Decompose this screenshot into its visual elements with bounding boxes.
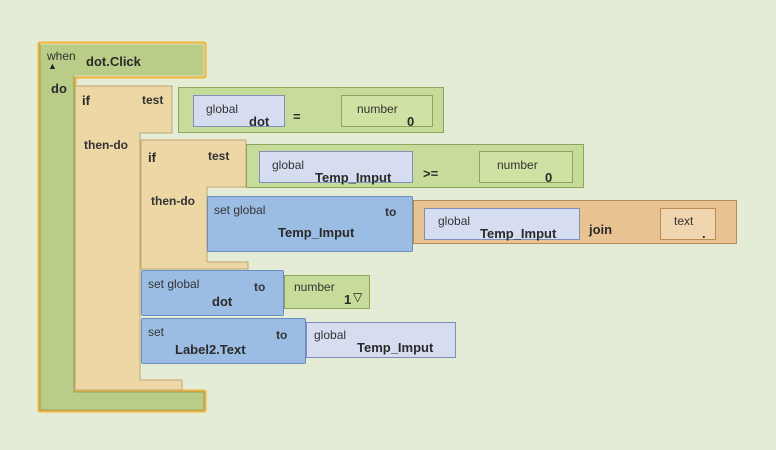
set-global-label: set global [148,277,200,291]
set-label2-text-block[interactable]: set Label2.Text to [141,318,306,364]
number-block-0[interactable] [341,95,433,127]
join-block[interactable]: global Temp_Imput join text . [413,200,737,244]
number-block-0[interactable] [479,151,573,183]
text-label: text [674,214,694,228]
compare-operator[interactable]: >= [423,166,439,181]
set-var-name[interactable]: Label2.Text [175,342,246,357]
set-global-dot-block[interactable]: set global dot to [141,270,284,316]
then-do-label: then-do [151,194,195,208]
number-label: number [357,102,398,116]
test-label: test [208,149,230,163]
global-var-name: dot [249,114,270,129]
when-label: when [47,49,76,63]
global-getter-temp-imput[interactable] [259,151,413,183]
set-var-name[interactable]: Temp_Imput [278,225,355,240]
global-var-name: Temp_Imput [357,340,434,355]
global-getter-dot[interactable] [193,95,285,127]
global-var-name: Temp_Imput [480,226,557,241]
compare-operator[interactable]: = [293,109,301,124]
compare-block-gte[interactable]: global Temp_Imput >= number 0 [246,144,584,188]
to-label: to [254,280,266,294]
set-label: set [148,325,165,339]
number-value[interactable]: 0 [407,114,415,129]
set-global-temp-imput-block[interactable]: set global Temp_Imput to [207,196,413,252]
number-label: number [294,280,335,294]
test-label: test [142,93,164,107]
if-block-inner[interactable]: if test then-do [0,0,249,270]
global-getter-temp-imput-2[interactable]: global Temp_Imput [306,322,456,358]
number-value[interactable]: 0 [545,170,553,185]
global-label: global [206,102,239,116]
join-label: join [589,222,613,237]
global-label: global [314,328,347,342]
to-label: to [276,328,288,342]
global-getter-temp-imput[interactable] [424,208,580,240]
text-block[interactable] [660,208,716,240]
number-block-1[interactable]: number 1 ▽ [284,275,370,309]
do-label: do [51,81,67,96]
set-global-label: set global [214,203,266,217]
text-value[interactable]: . [702,226,706,241]
number-value[interactable]: 1 [344,292,352,307]
set-var-name[interactable]: dot [212,294,233,309]
compare-block-equals[interactable]: global dot = number 0 [178,87,444,133]
global-label: global [272,158,305,172]
if-label: if [82,93,90,108]
number-label: number [497,158,538,172]
then-do-label: then-do [84,138,128,152]
global-label: global [438,214,471,228]
dropdown-arrow-icon[interactable]: ▽ [353,290,363,304]
if-label: if [148,150,156,165]
event-component-name: dot.Click [86,54,141,69]
global-var-name: Temp_Imput [315,170,392,185]
collapse-icon[interactable]: ▲ [48,61,57,71]
to-label: to [385,205,397,219]
